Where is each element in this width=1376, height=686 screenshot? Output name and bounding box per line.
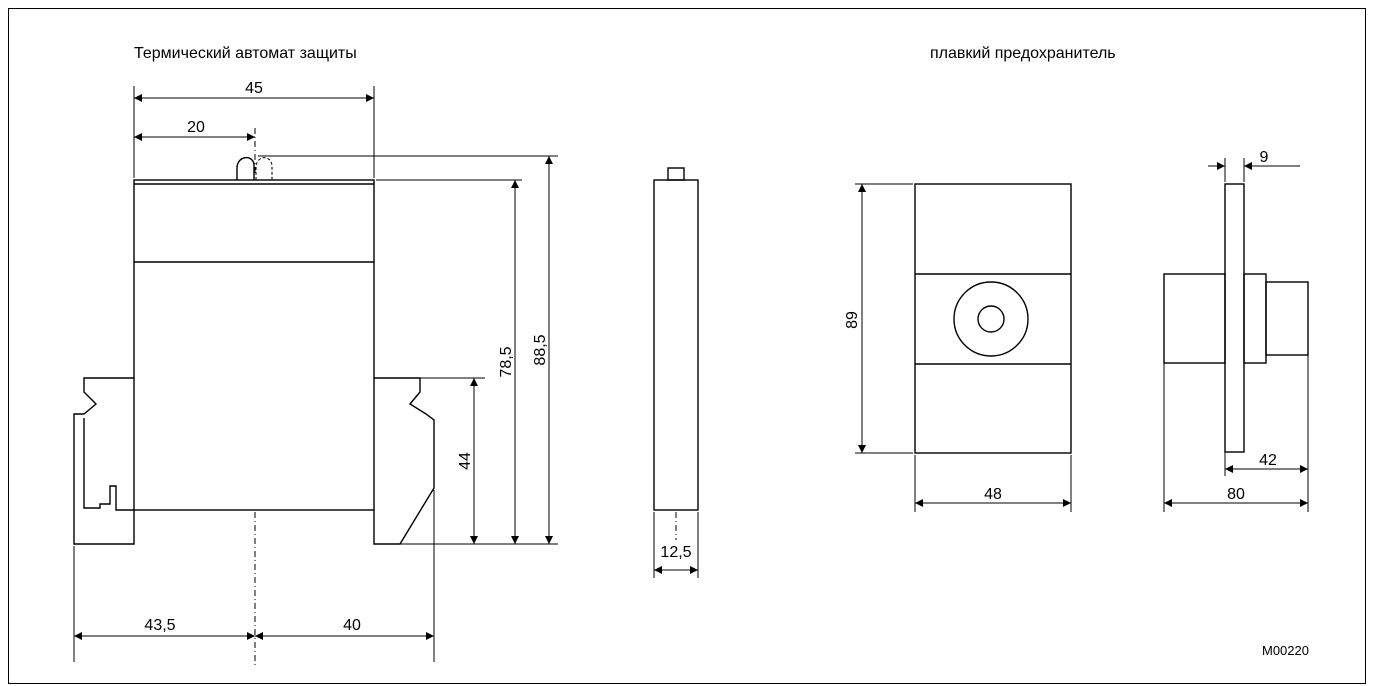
dim-breaker-side-depth: 12,5 [660,544,691,561]
breaker-lever [236,157,255,180]
dim-breaker-left-extent: 43,5 [144,617,175,634]
breaker-title: Термический автомат защиты [134,45,357,62]
fuse-cap [1265,281,1309,356]
dim-breaker-right-extent: 40 [343,617,361,634]
dim-breaker-total-height: 88,5 [532,334,549,365]
breaker-side-view: 12,5 [653,167,699,578]
breaker-side-body [653,179,699,511]
drawing-frame [8,8,1366,684]
fuse-front-view: 89 48 [844,183,1072,512]
fuse-title: плавкий предохранитель [930,45,1116,62]
fuse-side-view: 9 42 80 [1163,149,1309,512]
breaker-body [133,179,375,511]
dim-breaker-body-height: 78,5 [498,346,515,377]
din-clip-right [373,377,435,545]
fuse-rear-body [1163,273,1226,364]
breaker-front-view [73,128,435,668]
dim-fuse-plate-thickness: 9 [1260,149,1269,166]
dim-breaker-lever-offset: 20 [187,119,205,136]
dim-breaker-width: 45 [245,80,263,97]
fuse-cap-outer [953,281,1029,357]
dim-fuse-rear-depth: 42 [1259,452,1277,469]
breaker-dimensions: 45 20 44 78,5 88,5 43,5 40 [73,80,558,662]
fuse-plate [1224,183,1245,453]
dim-fuse-width: 48 [984,486,1002,503]
din-clip-left [73,377,135,545]
dim-fuse-height: 89 [844,311,861,329]
fuse-cap-inner [977,305,1005,333]
fuse-body [914,183,1072,454]
drawing-code: M00220 [1262,643,1309,658]
dim-fuse-total-depth: 80 [1227,486,1245,503]
dim-breaker-rail-height: 44 [457,452,474,470]
breaker-side-lever [667,167,685,181]
fuse-holder-ring [1243,273,1267,364]
